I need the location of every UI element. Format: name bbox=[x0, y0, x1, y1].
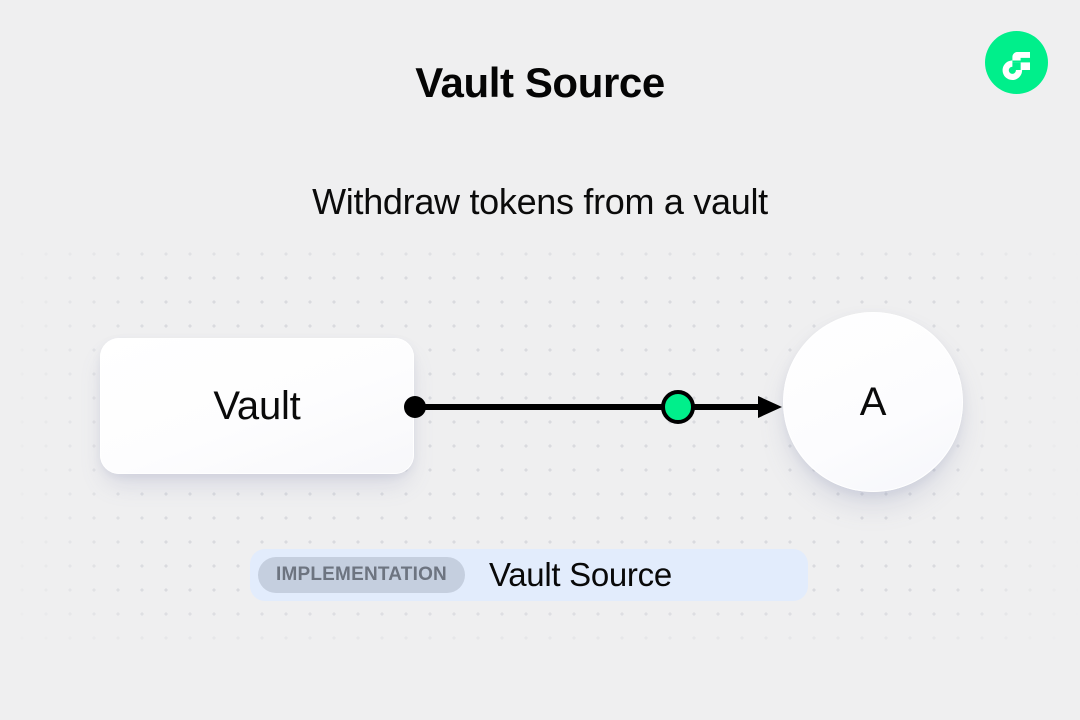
page-title: Vault Source bbox=[415, 59, 665, 106]
flow-logo-icon bbox=[985, 31, 1048, 94]
node-account-label: A bbox=[859, 379, 887, 424]
node-vault-label: Vault bbox=[213, 383, 301, 428]
node-vault[interactable]: Vault bbox=[100, 338, 414, 474]
implementation-name: Vault Source bbox=[488, 556, 672, 593]
page-subtitle: Withdraw tokens from a vault bbox=[312, 181, 768, 222]
edge-arrowhead-icon bbox=[758, 396, 782, 418]
node-account[interactable]: A bbox=[783, 312, 963, 492]
edge-midpoint-marker[interactable] bbox=[661, 390, 695, 424]
implementation-tag: IMPLEMENTATION bbox=[258, 557, 465, 593]
implementation-badge[interactable]: IMPLEMENTATION Vault Source bbox=[250, 549, 808, 601]
